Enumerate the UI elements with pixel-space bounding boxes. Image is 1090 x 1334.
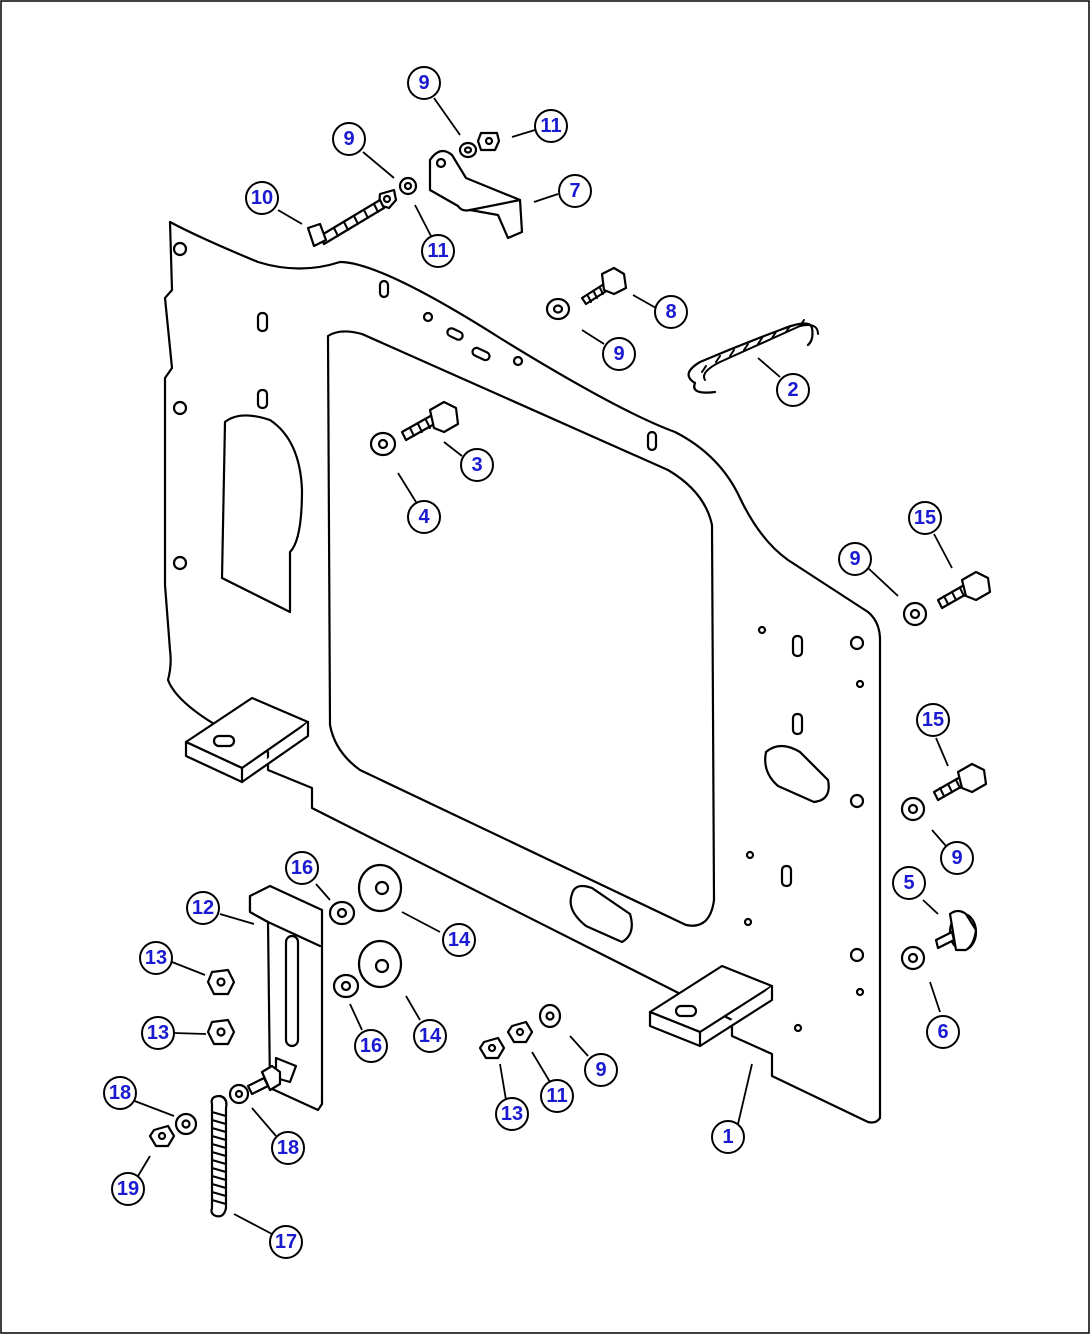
callout-17: 17 [269, 1225, 303, 1259]
callout-11-bolt: 11 [421, 234, 455, 268]
callout-12: 12 [186, 891, 220, 925]
svg-text:18: 18 [109, 1082, 131, 1104]
callout-9-top: 9 [407, 66, 441, 100]
lower-hardware [148, 863, 562, 1148]
callout-7: 7 [558, 174, 592, 208]
svg-text:16: 16 [291, 857, 313, 879]
callout-16-lower: 16 [354, 1029, 388, 1063]
callout-13-lower: 13 [495, 1097, 529, 1131]
svg-text:7: 7 [569, 180, 580, 202]
svg-text:9: 9 [418, 72, 429, 94]
svg-text:9: 9 [849, 548, 860, 570]
svg-text:13: 13 [147, 1022, 169, 1044]
bracket-part-7 [428, 149, 524, 240]
svg-text:11: 11 [427, 240, 448, 262]
svg-text:19: 19 [117, 1178, 139, 1200]
callout-19: 19 [111, 1172, 145, 1206]
svg-text:11: 11 [546, 1085, 567, 1107]
callout-14-upper: 14 [442, 923, 476, 957]
callout-bubbles: 9 11 9 7 10 11 8 9 2 3 4 15 9 15 9 5 6 1… [103, 66, 974, 1259]
callout-9-lower-right: 9 [940, 841, 974, 875]
mounting-panel [163, 220, 882, 1124]
svg-text:6: 6 [937, 1021, 948, 1043]
callout-14-lower: 14 [413, 1019, 447, 1053]
svg-text:14: 14 [419, 1025, 442, 1047]
svg-text:13: 13 [501, 1103, 523, 1125]
svg-text:1: 1 [722, 1126, 733, 1148]
svg-text:15: 15 [922, 709, 944, 731]
callout-3: 3 [460, 448, 494, 482]
callout-1: 1 [711, 1120, 745, 1154]
svg-text:3: 3 [471, 454, 482, 476]
svg-text:9: 9 [613, 343, 624, 365]
callout-15-lower: 15 [916, 703, 950, 737]
svg-text:14: 14 [448, 929, 471, 951]
svg-text:13: 13 [145, 947, 167, 969]
svg-text:11: 11 [540, 115, 561, 137]
callout-13-upper: 13 [139, 941, 173, 975]
svg-text:2: 2 [787, 379, 798, 401]
svg-text:12: 12 [192, 897, 214, 919]
callout-18-left: 18 [103, 1076, 137, 1110]
slotted-bar-part-12 [248, 884, 324, 1112]
svg-text:10: 10 [251, 187, 273, 209]
callout-4: 4 [407, 500, 441, 534]
callout-5: 5 [892, 866, 926, 900]
svg-text:8: 8 [665, 301, 676, 323]
svg-text:16: 16 [360, 1035, 382, 1057]
callout-18-right: 18 [271, 1131, 305, 1165]
callout-9-upper-right: 9 [838, 542, 872, 576]
svg-text:15: 15 [914, 507, 936, 529]
spring-part-17 [210, 1094, 228, 1218]
svg-text:9: 9 [951, 847, 962, 869]
svg-text:9: 9 [595, 1059, 606, 1081]
callout-11-lower: 11 [540, 1079, 574, 1113]
svg-text:17: 17 [275, 1231, 297, 1253]
svg-text:18: 18 [277, 1137, 299, 1159]
svg-text:4: 4 [418, 506, 430, 528]
hardware [306, 131, 992, 971]
callout-16-upper: 16 [285, 851, 319, 885]
callout-2: 2 [776, 373, 810, 407]
svg-text:5: 5 [903, 872, 914, 894]
svg-text:9: 9 [343, 128, 354, 150]
leader-lines [131, 97, 953, 1235]
callout-9-bolt: 9 [332, 122, 366, 156]
callout-15-upper: 15 [908, 501, 942, 535]
callout-9-lower: 9 [584, 1053, 618, 1087]
callout-11-top: 11 [534, 109, 568, 143]
callout-8: 8 [654, 295, 688, 329]
callout-9-washer-8: 9 [602, 337, 636, 371]
callout-13-middle: 13 [141, 1016, 175, 1050]
callout-10: 10 [245, 181, 279, 215]
callout-6: 6 [926, 1015, 960, 1049]
